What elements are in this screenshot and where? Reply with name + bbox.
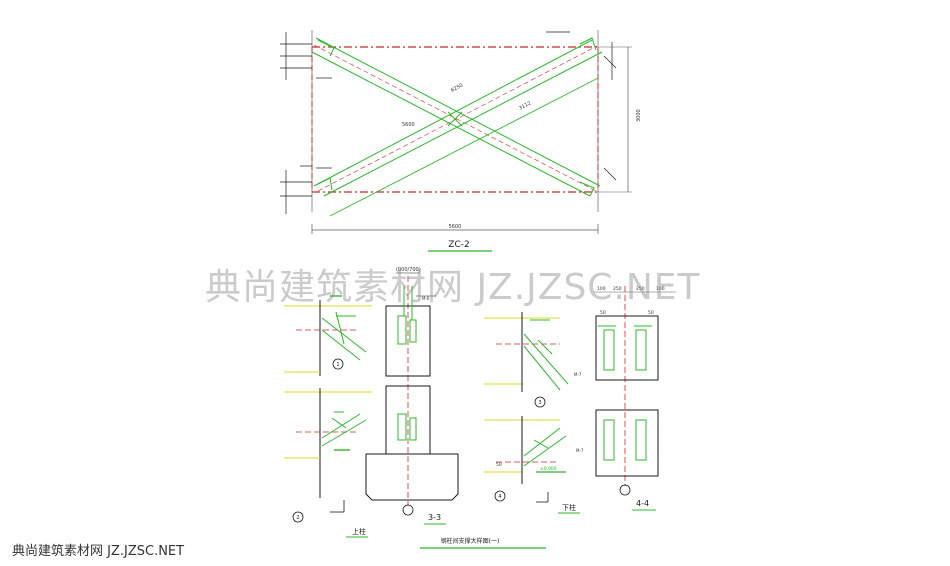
- section3-note: M-6: [422, 296, 430, 301]
- section4-dim-250b: 250: [636, 286, 645, 292]
- detail1-mark-label: 1: [336, 362, 339, 368]
- detail1-brace: [321, 311, 367, 361]
- elevation-zc2: 5600 3000 6250 3112 5600 ZC-2: [280, 30, 642, 252]
- label-lower-column: 下柱: [562, 503, 576, 512]
- right-node-notes: [546, 31, 617, 181]
- section4-dim-100a: 100: [597, 286, 606, 292]
- node-marks: [317, 37, 597, 197]
- sheet-title: 钢柱间支撑大样图(一): [441, 537, 500, 545]
- brace-1-center: [313, 44, 597, 192]
- section3-label: 3-3: [428, 513, 441, 522]
- brace-2-inner: [323, 51, 603, 197]
- diag-label-1: 6250: [450, 82, 464, 93]
- section-4-4: 100 250 250 100 50 50 50 4-4: [496, 286, 676, 511]
- detail4-brace: [523, 427, 567, 467]
- detail3-mark-label: 3: [538, 400, 541, 406]
- section4-dim-50c: 50: [496, 462, 502, 468]
- section4-label: 4-4: [636, 499, 649, 508]
- diag-label-2: 3112: [518, 100, 532, 111]
- section-3-3: (000/700) 3-3 M-6: [365, 267, 459, 525]
- detail2-mark-label: 2: [296, 515, 299, 521]
- detail4-note: M-7: [576, 448, 584, 453]
- detail4-elevation: ±0.000: [540, 466, 557, 472]
- elevation-top-label: (000/700): [396, 267, 421, 273]
- detail2-brace: [321, 411, 367, 447]
- watermark-center: 典尚建筑素材网 JZ.JZSC.NET: [205, 267, 701, 308]
- section4-upper-column: [595, 315, 659, 381]
- lower-column-details: 3 M-7 ±0.000 M-7 4 下柱: [484, 312, 584, 514]
- detail3-brace: [523, 319, 569, 391]
- brace-2-outer: [313, 39, 593, 187]
- height-dim: 3000: [636, 109, 642, 122]
- detail3-mark: [534, 396, 546, 408]
- brace-1-inner: [311, 51, 591, 197]
- brace-2-extra: [329, 77, 599, 217]
- section3-axis-bubble: [402, 504, 414, 516]
- section4-lower-plates: [603, 419, 647, 461]
- upper-column-details: 1 2 上柱: [284, 295, 372, 538]
- detail4-mark-label: 4: [498, 494, 501, 500]
- center-label: 5600: [402, 122, 415, 128]
- bottom-span-dim: 5600: [449, 224, 462, 230]
- detail3-note: M-7: [574, 372, 582, 377]
- section3-base: [365, 453, 459, 501]
- section4-dim-100b: 100: [656, 286, 665, 292]
- detail2-mark: [292, 511, 304, 523]
- watermark-corner: 典尚建筑素材网 JZ.JZSC.NET: [12, 544, 185, 559]
- label-upper-column: 上柱: [352, 527, 366, 536]
- section4-lower-column: [595, 409, 659, 477]
- detail4-mark: [494, 490, 506, 502]
- section4-axis-bubble: [619, 484, 631, 496]
- section3-upper-column: [385, 305, 431, 377]
- main-title: ZC-2: [448, 240, 469, 250]
- section4-dim-250a: 250: [613, 286, 622, 292]
- section4-dim-50a: 50: [600, 310, 606, 316]
- section3-lower-plates: [397, 413, 417, 441]
- brace-1-outer: [315, 37, 601, 187]
- brace-2-center: [317, 45, 598, 192]
- section3-upper-plates: [397, 286, 417, 345]
- left-node-notes: [280, 32, 332, 214]
- detail1-mark: [332, 358, 344, 370]
- section4-upper-plates: [598, 325, 652, 371]
- section4-dim-50b: 50: [648, 310, 654, 316]
